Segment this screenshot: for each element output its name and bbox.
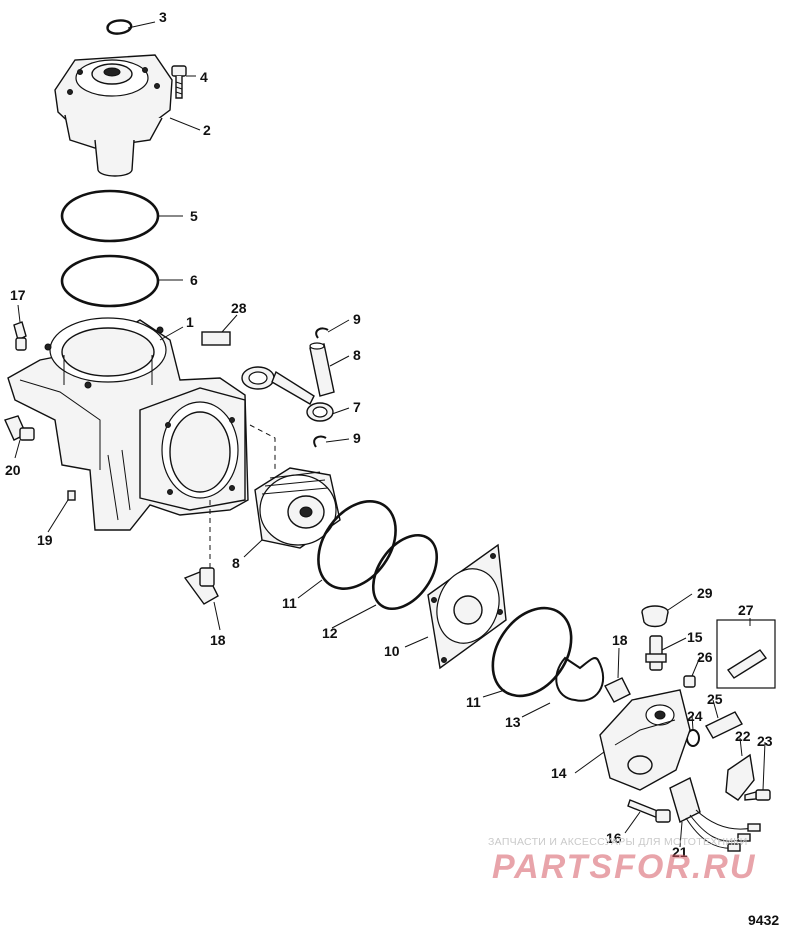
figure-number: 9432	[748, 912, 780, 928]
callout-22: 22	[735, 728, 751, 744]
part-o-ring-5	[60, 189, 160, 243]
part-elbow-fitting-18-right	[604, 677, 631, 703]
callout-10: 10	[384, 643, 400, 659]
part-bolt-16	[627, 799, 671, 823]
callout-16: 16	[606, 830, 622, 846]
callout-1: 1	[186, 314, 194, 330]
part-solenoid-21	[669, 776, 761, 852]
part-fitting-20	[4, 415, 35, 441]
alignment-line-piston	[249, 424, 276, 470]
callout-3: 3	[159, 9, 167, 25]
callout-12: 12	[322, 625, 338, 641]
callout-leader-lines	[14, 21, 766, 848]
part-gasket-13	[555, 656, 605, 702]
part-cylinder-head-2	[54, 54, 173, 177]
callout-15: 15	[687, 629, 703, 645]
callout-8-pin: 8	[353, 347, 361, 363]
callout-11-lower: 11	[466, 694, 481, 710]
callout-11-upper: 11	[282, 595, 297, 611]
callout-21: 21	[672, 844, 688, 860]
callout-24: 24	[687, 708, 703, 724]
callout-labels: 3 4 2 5 6 17 28 1 9 8 7 9 20 19 8 11 12 …	[5, 9, 773, 860]
part-o-ring-11-lower	[491, 606, 573, 698]
part-set-screw-19	[67, 490, 76, 501]
part-elbow-fitting-17	[13, 321, 27, 351]
part-piston-8	[254, 467, 341, 549]
callout-6: 6	[190, 272, 198, 288]
callout-19: 19	[37, 532, 53, 548]
callout-27: 27	[738, 602, 754, 618]
part-circlip-9-lower	[313, 435, 327, 448]
part-elbow-fitting-18-left	[183, 567, 219, 605]
callout-18-right: 18	[612, 632, 628, 648]
callout-23: 23	[757, 733, 773, 749]
part-connector-25	[705, 711, 743, 739]
callout-25: 25	[707, 691, 723, 707]
callout-13: 13	[505, 714, 521, 730]
part-connecting-rod-7	[241, 366, 334, 422]
part-fitting-27	[716, 619, 776, 689]
callout-5: 5	[190, 208, 198, 224]
callout-7: 7	[353, 399, 361, 415]
callout-8-piston: 8	[232, 555, 240, 571]
part-decal-28	[201, 331, 231, 346]
part-retaining-ring-3	[106, 19, 133, 35]
callout-9-lower: 9	[353, 430, 361, 446]
part-piston-pin-8	[309, 342, 335, 397]
callout-9-top: 9	[353, 311, 361, 327]
part-circlip-9-top	[315, 327, 329, 339]
part-valve-plate-10	[427, 543, 507, 670]
part-o-ring-6	[60, 254, 160, 308]
watermark-tagline: ЗАПЧАСТИ И АКСЕССУАРЫ ДЛЯ МОТОТЕХНИКИ	[488, 836, 748, 848]
callout-26: 26	[697, 649, 713, 665]
callout-18-left: 18	[210, 632, 226, 648]
part-o-ring-11-upper	[317, 500, 397, 590]
part-bracket-22	[725, 753, 755, 801]
callout-20: 20	[5, 462, 21, 478]
part-compressor-housing-1	[7, 317, 249, 531]
callout-14: 14	[551, 765, 567, 781]
callout-2: 2	[203, 122, 211, 138]
callout-17: 17	[10, 287, 26, 303]
part-bolt-4	[171, 65, 187, 99]
part-cap-29	[641, 605, 669, 628]
callout-4: 4	[200, 69, 208, 85]
part-o-ring-12	[371, 533, 439, 611]
watermark-logo: PARTSFOR.RU	[492, 848, 757, 886]
part-check-valve-15	[645, 635, 667, 671]
part-plug-26	[683, 675, 696, 688]
callout-28: 28	[231, 300, 247, 316]
part-bolt-23	[744, 789, 771, 801]
part-valve-cover-14	[599, 689, 691, 791]
callout-29: 29	[697, 585, 713, 601]
